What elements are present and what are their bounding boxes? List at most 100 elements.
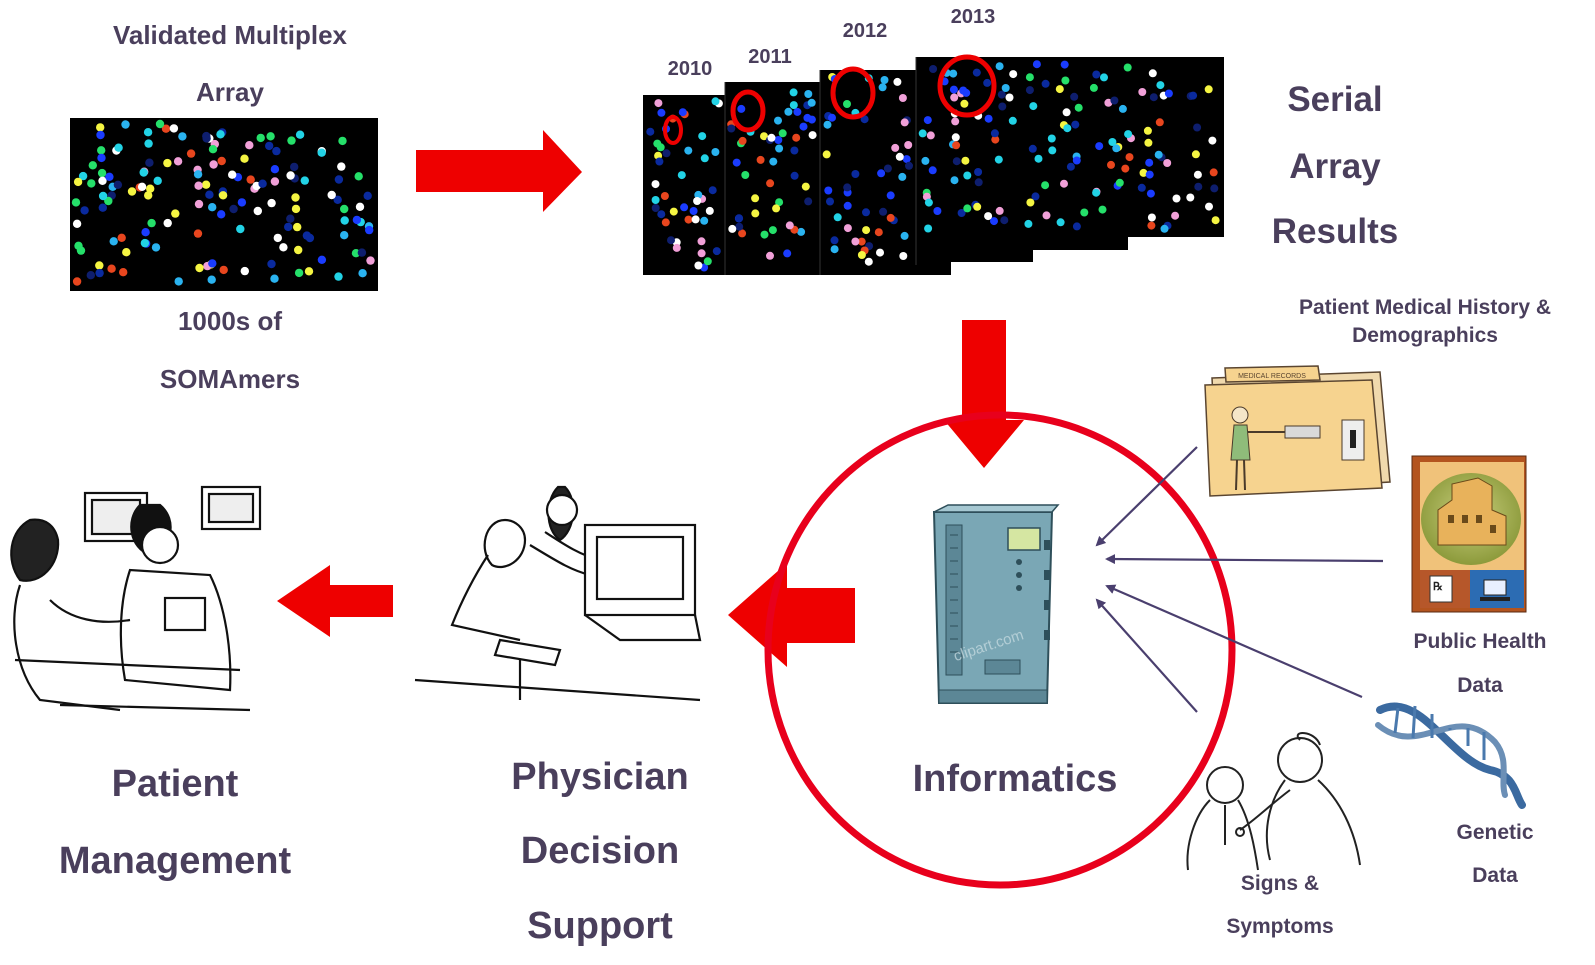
array-spot [186,149,196,158]
array-spot [905,161,913,170]
array-spot [1112,144,1121,153]
array-spot [984,212,993,221]
array-spot [1193,123,1202,132]
medical-history-label-line1: Patient Medical History & [1298,296,1552,319]
array-spot [1172,194,1181,203]
array-spot [1042,211,1051,220]
array-spot [240,266,249,276]
array-spot [317,255,327,264]
array-spot [949,69,958,78]
highlight-2011 [730,89,766,133]
array-spot [117,233,126,242]
array-spot [218,191,228,200]
array-spot [1191,150,1200,159]
array-spot [1071,120,1080,129]
array-spot [143,128,153,137]
array-spot [340,204,349,214]
array-spot [273,233,282,243]
array-spot [284,222,293,232]
array-spot [1074,103,1083,112]
array-spot [1210,184,1219,193]
physician-label-line3: Support [527,905,673,947]
array-spot [1070,92,1079,101]
array-spot [338,136,347,146]
array-spot [266,132,275,141]
array-spot [237,198,247,207]
array-spot [735,214,744,223]
array-spot [843,201,852,210]
array-spot [291,193,300,202]
array-spot [646,127,655,136]
array-spot [113,180,123,189]
array-spot [843,224,852,233]
array-spot [950,176,959,185]
array-spot [80,206,89,215]
array-spot [127,187,137,196]
array-spot [904,141,913,149]
array-spot [207,275,216,284]
array-spot [1008,116,1017,125]
array-spot [1118,104,1127,113]
array-spot [984,114,993,123]
array-spot [789,101,798,110]
array-spot [229,204,238,214]
array-spot [107,264,116,273]
arrow-left-to-physician [728,563,855,667]
array-spot [1072,156,1081,165]
array-spot [300,176,309,185]
array-spot [145,158,154,167]
array-spot [122,248,131,257]
array-spot [694,261,703,270]
array-spot [171,209,180,218]
array-spot [697,249,706,258]
array-spot [205,190,214,199]
array-spot [253,206,262,216]
informatics-label: Informatics [912,758,1118,800]
array-spot [756,155,765,164]
array-spot [72,219,82,228]
array-spot [96,130,105,140]
array-spot [1205,202,1213,211]
array-spot [1005,93,1014,102]
array-spot [1092,70,1101,79]
array-spot [201,180,211,189]
array-spot [804,197,813,206]
array-spot [766,179,775,188]
array-spot [147,218,156,228]
array-spot [797,227,806,236]
array-spot [1121,164,1130,173]
array-spot [862,226,871,235]
array-spot [677,171,686,180]
array-spot [245,141,254,150]
array-spot [1156,81,1165,90]
patient-label-line2: Management [58,840,292,882]
array-spot [792,133,801,142]
array-spot [728,224,737,233]
physician-label-line2: Decision [520,830,680,872]
array-spot [1095,142,1104,151]
array-spot [97,168,107,178]
array-spot [694,190,703,199]
array-spot [1139,168,1148,177]
array-spot [1107,160,1115,169]
array-spot [71,198,81,207]
array-spot [236,224,245,234]
array-spot [334,272,343,281]
array-spot [334,175,344,184]
array-spot [751,194,760,203]
array-spot [327,190,336,200]
array-spot [1145,170,1154,179]
array-spot [1137,183,1146,192]
array-spot [824,186,833,195]
array-spot [995,206,1004,215]
array-spot [279,243,288,252]
array-spot [1108,138,1117,146]
array-spot [1147,221,1156,230]
array-spot [194,199,204,209]
array-spot [951,117,960,126]
array-spot [173,157,183,166]
array-spot [775,198,784,207]
array-spot [895,152,904,161]
signs-symptoms-label-line1: Signs & [1240,872,1320,895]
array-spot [1024,219,1033,228]
